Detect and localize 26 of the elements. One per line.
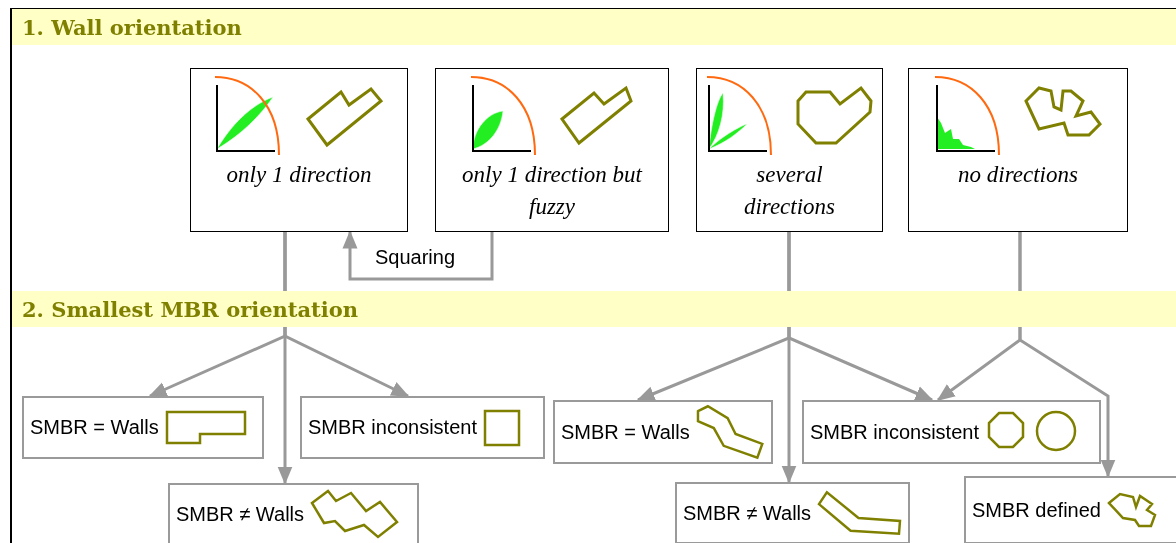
arrow (1018, 232, 1116, 478)
section-heading: 2. Smallest MBR orientation (22, 296, 359, 322)
result-label: SMBR ≠ Walls (176, 502, 305, 526)
result-label: SMBR inconsistent (810, 420, 979, 444)
result-box (802, 400, 1101, 464)
category-label: no directions (957, 161, 1079, 189)
result-label: SMBR defined (972, 498, 1101, 522)
result-box (300, 396, 545, 459)
category-label: only 1 direction but fuzzy (461, 161, 644, 221)
category-box (908, 68, 1128, 232)
result-box (964, 476, 1176, 543)
result-box (22, 396, 264, 459)
category-box (696, 68, 883, 232)
result-box (553, 400, 773, 464)
result-label: SMBR = Walls (561, 420, 690, 444)
section-heading: 1. Wall orientation (22, 14, 242, 40)
arrow (342, 230, 494, 281)
category-box (190, 68, 408, 232)
result-label: SMBR inconsistent (308, 416, 477, 439)
category-label: several directions (742, 161, 837, 221)
result-label: SMBR = Walls (30, 416, 159, 439)
category-box (435, 68, 669, 232)
category-label: only 1 direction (225, 161, 373, 189)
result-label: SMBR ≠ Walls (683, 501, 812, 525)
result-box (168, 483, 419, 543)
result-box (675, 482, 910, 543)
